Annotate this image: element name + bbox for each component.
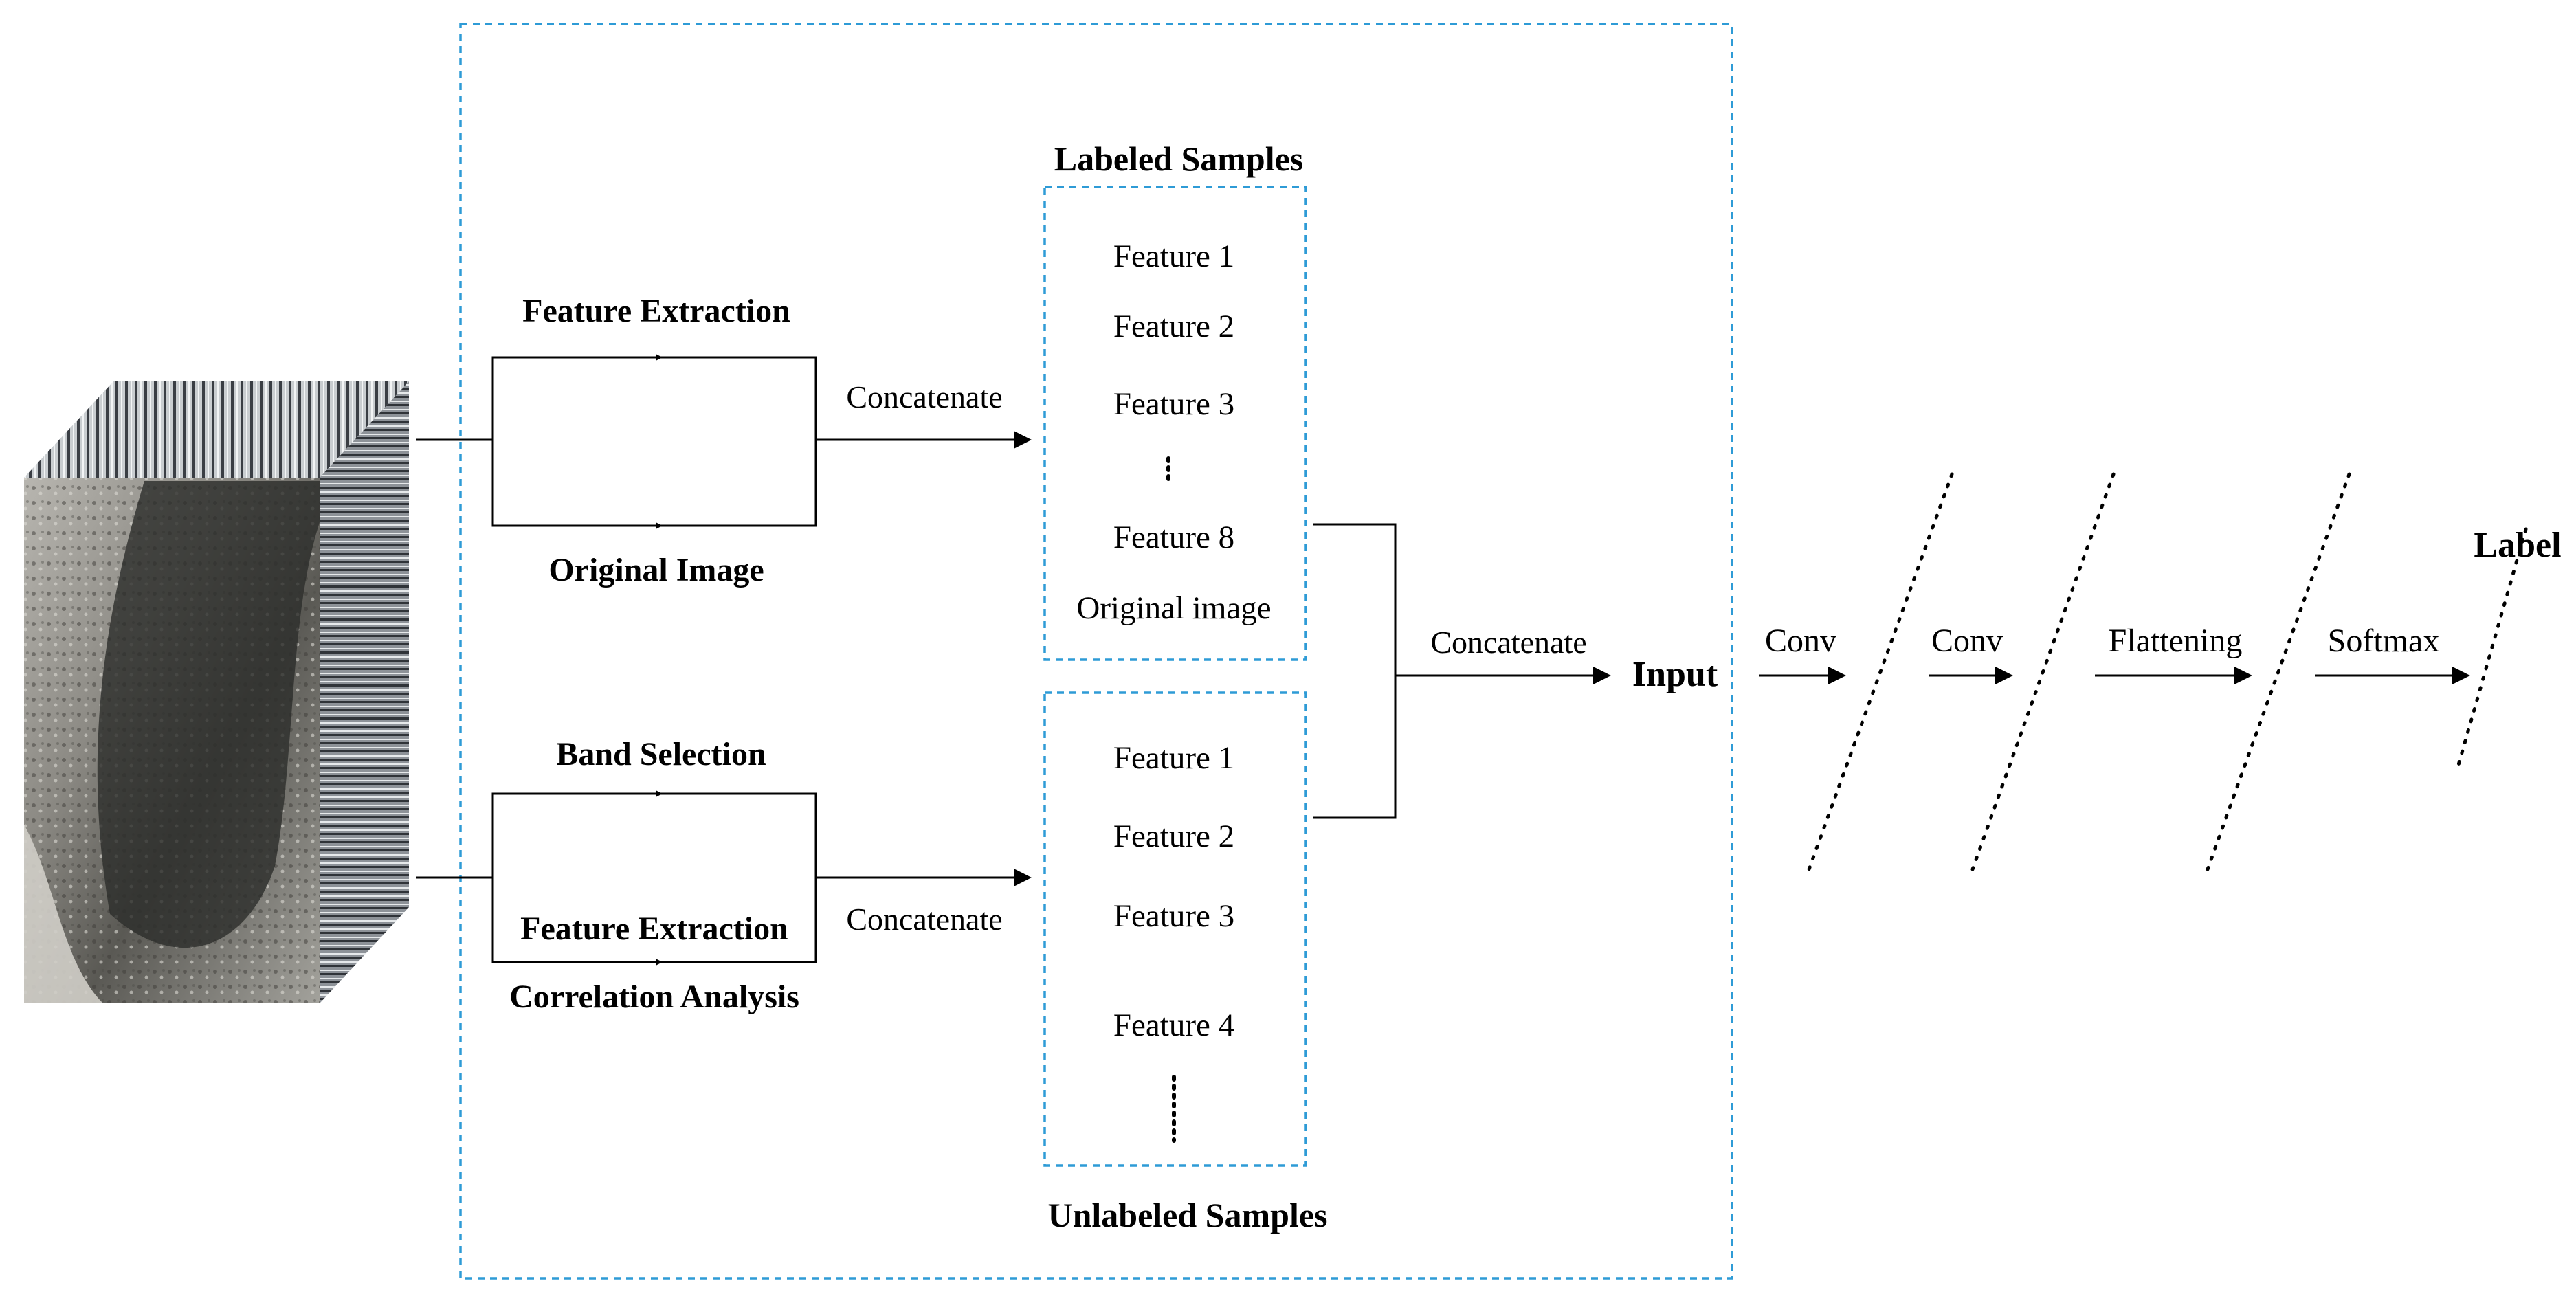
softmax-label: Softmax (2328, 623, 2440, 659)
concatenate-bottom-label: Concatenate (846, 902, 1002, 937)
cube-front-highlight (24, 825, 103, 1003)
cnn-network: Conv Conv Flattening Softmax Label (1759, 472, 2562, 871)
merge-connector: Concatenate Input (1313, 523, 1718, 819)
correlation-analysis-label: Correlation Analysis (509, 979, 799, 1015)
cube-side-face (320, 381, 409, 1003)
feature-extraction-bottom-label: Feature Extraction (520, 911, 788, 947)
unlabeled-samples-box (1043, 691, 1307, 1167)
layer-divider-3 (2206, 472, 2351, 871)
layer-divider-2 (1970, 472, 2116, 871)
feature-extraction-top-label: Feature Extraction (522, 293, 790, 329)
concatenate-top-label: Concatenate (846, 379, 1002, 414)
label-output: Label (2474, 526, 2561, 565)
original-image-label: Original Image (548, 552, 764, 588)
input-label: Input (1632, 655, 1718, 694)
lower-branch: Band Selection Feature Extraction Correl… (416, 736, 1032, 1015)
unlabeled-feature-4: Feature 4 (1113, 1007, 1234, 1043)
conv2-label: Conv (1931, 623, 2003, 659)
labeled-feature-1: Feature 1 (1113, 238, 1234, 274)
unlabeled-feature-3: Feature 3 (1113, 898, 1234, 934)
cube-top-face (24, 381, 409, 478)
band-selection-label: Band Selection (556, 736, 766, 772)
labeled-samples-box (1043, 186, 1307, 661)
layer-divider-1 (1807, 472, 1954, 871)
concatenate-merge-label: Concatenate (1430, 625, 1586, 660)
labeled-samples-title: Labeled Samples (1054, 140, 1304, 178)
cube-front-shadow (97, 481, 320, 948)
processing-region-box (459, 23, 1733, 1280)
upper-branch: Feature Extraction Original Image Concat… (416, 293, 1032, 588)
unlabeled-feature-1: Feature 1 (1113, 740, 1234, 776)
layer-divider-4 (2455, 527, 2528, 772)
flattening-label: Flattening (2109, 623, 2243, 659)
labeled-feature-3: Feature 3 (1113, 386, 1234, 422)
hyperspectral-cube (24, 381, 409, 1003)
labeled-feature-8: Feature 8 (1113, 520, 1234, 555)
unlabeled-samples-group: Feature 1 Feature 2 Feature 3 Feature 4 … (1043, 691, 1328, 1234)
labeled-samples-group: Labeled Samples Feature 1 Feature 2 Feat… (1043, 140, 1307, 661)
conv1-label: Conv (1765, 623, 1836, 659)
labeled-original-image: Original image (1076, 590, 1271, 626)
unlabeled-samples-title: Unlabeled Samples (1047, 1196, 1327, 1234)
labeled-feature-2: Feature 2 (1113, 309, 1234, 344)
feature-extraction-branch-box (491, 356, 817, 527)
unlabeled-feature-2: Feature 2 (1113, 818, 1234, 854)
